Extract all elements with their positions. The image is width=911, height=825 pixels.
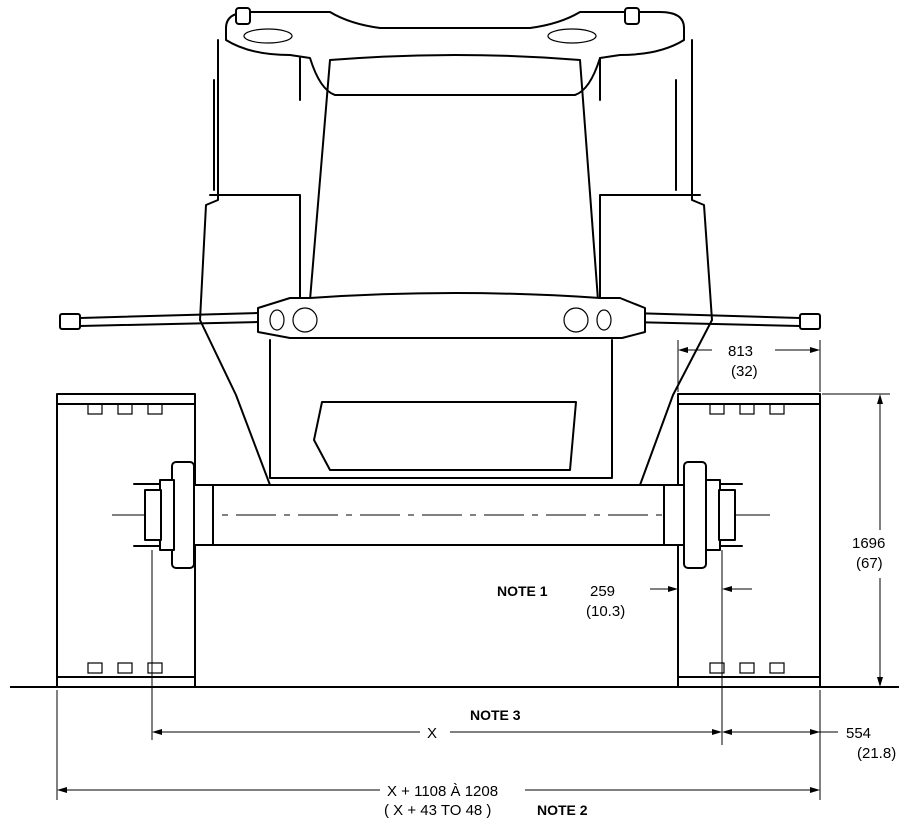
overall-in-label: ( X + 43 TO 48 ) [384, 802, 491, 819]
offset-in-label: (10.3) [586, 603, 625, 620]
right-wheel [677, 393, 821, 688]
rear-axle [112, 461, 770, 569]
dimension-lines [56, 340, 890, 800]
wheel-width-in-label: (32) [731, 363, 758, 380]
tractor-body [59, 7, 821, 486]
note-3-label: NOTE 3 [470, 707, 521, 723]
height-mm-label: 1696 [852, 535, 885, 552]
height-in-label: (67) [856, 555, 883, 572]
overhang-in-label: (21.8) [857, 745, 896, 762]
wheel-width-mm-label: 813 [728, 343, 753, 360]
overall-mm-label: X + 1108 À 1208 [387, 783, 498, 800]
note-2-label: NOTE 2 [537, 802, 588, 818]
offset-mm-label: 259 [590, 583, 615, 600]
overhang-mm-label: 554 [846, 725, 871, 742]
note-1-label: NOTE 1 [497, 583, 548, 599]
track-x-label: X [427, 725, 437, 742]
